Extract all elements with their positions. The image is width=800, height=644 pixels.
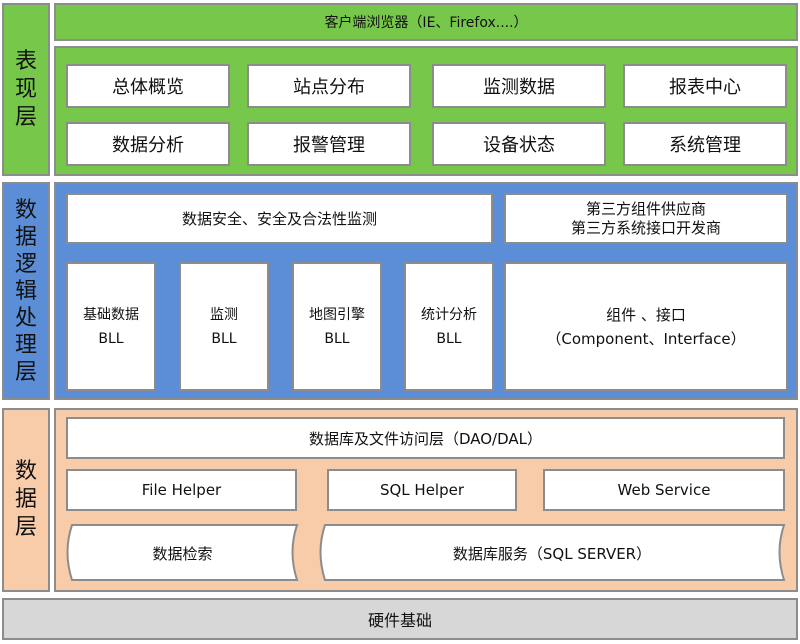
sql-helper-box: SQL Helper <box>327 469 517 511</box>
security-monitoring-box: 数据安全、安全及合法性监测 <box>66 193 493 244</box>
bll-monitoring-label: 监测 <box>210 306 238 323</box>
sql-helper-label: SQL Helper <box>379 481 465 499</box>
database-service-label: 数据库服务（SQL SERVER） <box>452 544 652 563</box>
module-site-distribution: 站点分布 <box>247 64 411 108</box>
web-service-label: Web Service <box>617 481 711 499</box>
module-device-status-label: 设备状态 <box>483 135 555 156</box>
component-interface-box: 组件 、接口 （Component、Interface） <box>504 262 788 391</box>
file-helper-box: File Helper <box>66 469 297 511</box>
bll-monitoring-suffix: BLL <box>211 330 237 347</box>
bll-basic-data-label: 基础数据 <box>83 306 139 323</box>
web-service-box: Web Service <box>543 469 785 511</box>
database-service-outline <box>319 524 786 581</box>
data-retrieval-outline <box>66 524 299 581</box>
presentation-layer-label-text: 表现层 <box>14 48 37 130</box>
module-monitoring-data-label: 监测数据 <box>483 77 555 98</box>
dao-dal-label: 数据库及文件访问层（DAO/DAL） <box>308 429 543 448</box>
bll-map-engine-label: 地图引擎 <box>309 306 365 323</box>
module-data-analysis: 数据分析 <box>66 122 230 166</box>
bll-basic-data: 基础数据 BLL <box>66 262 156 391</box>
hardware-foundation-label: 硬件基础 <box>367 611 432 630</box>
module-system-management-label: 系统管理 <box>669 135 741 156</box>
component-interface-label: 组件 、接口 <box>606 305 686 324</box>
module-alarm-management: 报警管理 <box>247 122 411 166</box>
bll-statistics-suffix: BLL <box>436 330 462 347</box>
module-site-distribution-label: 站点分布 <box>293 77 365 98</box>
module-overview: 总体概览 <box>66 64 230 108</box>
file-helper-label: File Helper <box>141 481 222 499</box>
dao-dal-box: 数据库及文件访问层（DAO/DAL） <box>66 417 785 459</box>
database-service-shape: 数据库服务（SQL SERVER） <box>316 522 788 584</box>
module-data-analysis-label: 数据分析 <box>112 135 184 156</box>
security-monitoring-label: 数据安全、安全及合法性监测 <box>181 210 377 228</box>
bll-monitoring: 监测 BLL <box>179 262 269 391</box>
module-overview-label: 总体概览 <box>112 77 184 98</box>
third-party-box: 第三方组件供应商 第三方系统接口开发商 <box>504 193 788 244</box>
data-retrieval-label: 数据检索 <box>152 544 213 563</box>
bll-map-engine-suffix: BLL <box>324 330 350 347</box>
bll-basic-data-suffix: BLL <box>98 330 124 347</box>
bll-map-engine: 地图引擎 BLL <box>292 262 382 391</box>
data-retrieval-shape: 数据检索 <box>64 522 301 584</box>
data-layer-label: 数据层 <box>2 408 50 592</box>
presentation-layer-label: 表现层 <box>2 3 50 176</box>
bll-statistics: 统计分析 BLL <box>404 262 494 391</box>
module-monitoring-data: 监测数据 <box>432 64 606 108</box>
module-alarm-management-label: 报警管理 <box>293 135 365 156</box>
client-browser-label: 客户端浏览器（IE、Firefox....） <box>324 15 528 31</box>
logic-layer-label: 数据逻辑处理层 <box>2 182 50 400</box>
module-system-management: 系统管理 <box>623 122 787 166</box>
third-party-interface-label: 第三方系统接口开发商 <box>570 218 721 237</box>
module-report-center: 报表中心 <box>623 64 787 108</box>
module-report-center-label: 报表中心 <box>669 77 741 98</box>
client-browser-bar: 客户端浏览器（IE、Firefox....） <box>54 3 798 41</box>
module-device-status: 设备状态 <box>432 122 606 166</box>
component-interface-english: （Component、Interface） <box>546 329 746 348</box>
data-layer-label-text: 数据层 <box>14 459 37 540</box>
third-party-vendor-label: 第三方组件供应商 <box>585 199 706 218</box>
hardware-foundation-bar: 硬件基础 <box>2 598 798 640</box>
bll-statistics-label: 统计分析 <box>421 306 477 323</box>
logic-layer-label-text: 数据逻辑处理层 <box>14 197 37 385</box>
